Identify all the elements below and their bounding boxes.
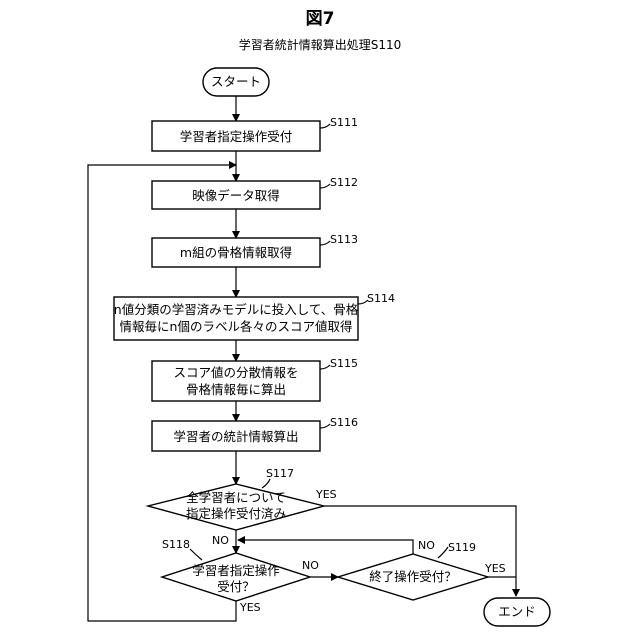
step-s115: スコア値の分散情報を 骨格情報毎に算出 S115: [152, 357, 358, 401]
decision-s118-label-line1: 学習者指定操作: [192, 563, 280, 578]
step-s113: m組の骨格情報取得 S113: [152, 233, 358, 267]
step-s111-id: S111: [330, 116, 358, 129]
start-terminal: スタート: [203, 68, 269, 96]
step-s114-label-line2: 情報毎にn個のラベル各々のスコア値取得: [120, 319, 353, 334]
step-s113-id: S113: [330, 233, 358, 246]
step-s111-label: 学習者指定操作受付: [180, 129, 293, 144]
decision-s118-yes: YES: [239, 601, 261, 614]
step-s116: 学習者の統計情報算出 S116: [152, 416, 358, 451]
decision-s118-label-line2: 受付？: [217, 579, 255, 594]
decision-s119-label: 終了操作受付？: [369, 569, 457, 584]
decision-s117-label-line2: 指定操作受付済み: [186, 506, 286, 521]
decision-s117-label-line1: 全学習者について: [186, 490, 286, 505]
step-s116-id: S116: [330, 416, 358, 429]
step-s112-label: 映像データ取得: [192, 188, 280, 203]
figure-subtitle: 学習者統計情報算出処理S110: [239, 37, 402, 52]
decision-s119-no: NO: [418, 539, 435, 552]
step-s115-label-line2: 骨格情報毎に算出: [186, 382, 286, 397]
step-s114: n値分類の学習済みモデルに投入して、骨格 情報毎にn個のラベル各々のスコア値取得…: [114, 292, 395, 340]
step-s112: 映像データ取得 S112: [152, 176, 358, 209]
end-label: エンド: [498, 604, 536, 619]
step-s115-id: S115: [330, 357, 358, 370]
decision-s117-no: NO: [212, 534, 229, 547]
decision-s117-yes: YES: [315, 488, 337, 501]
step-s113-label: m組の骨格情報取得: [180, 245, 292, 260]
step-s114-label-line1: n値分類の学習済みモデルに投入して、骨格: [114, 302, 359, 317]
step-s116-label: 学習者の統計情報算出: [173, 429, 298, 444]
step-s112-id: S112: [330, 176, 358, 189]
step-s114-id: S114: [367, 292, 395, 305]
decision-s118-no: NO: [302, 559, 319, 572]
figure-label: 図7: [306, 9, 335, 29]
decision-s117-id: S117: [266, 467, 294, 480]
end-terminal: エンド: [484, 598, 550, 626]
start-label: スタート: [211, 74, 261, 89]
step-s111: 学習者指定操作受付 S111: [152, 116, 358, 151]
step-s115-label-line1: スコア値の分散情報を: [173, 365, 298, 380]
decision-s118-id: S118: [162, 538, 190, 551]
decision-s119-id: S119: [448, 541, 476, 554]
decision-s119-yes: YES: [484, 562, 506, 575]
